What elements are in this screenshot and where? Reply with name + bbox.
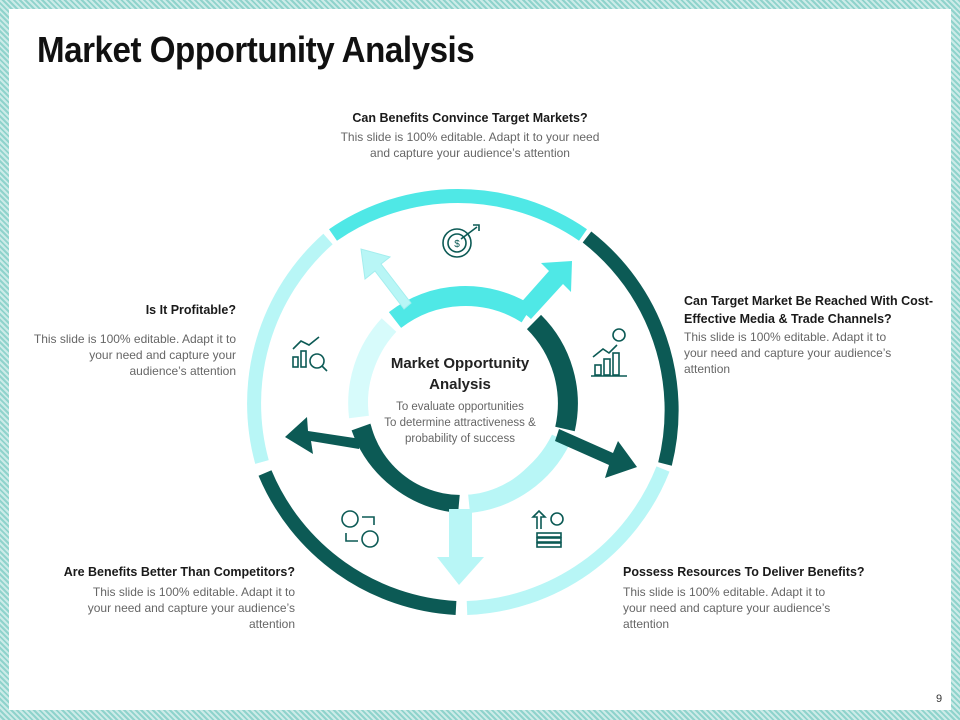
inner-ring-segment-right [526,314,578,432]
cycle-diagram: $ [247,189,679,615]
item-heading: Possess Resources To Deliver Benefits? [623,565,865,579]
outer-ring-segment-right [582,231,679,466]
arrow-left [285,417,361,454]
item-heading: Are Benefits Better Than Competitors? [63,565,295,579]
arrow-right [555,429,637,478]
center-label: Market Opportunity Analysis To evaluate … [375,353,545,447]
slide: Market Opportunity Analysis [9,9,951,710]
item-body: This slide is 100% editable. Adapt it to… [684,330,892,376]
center-line: To determine attractiveness & [384,417,536,429]
center-line: To evaluate opportunities [396,401,524,413]
item-bottom-right: Possess Resources To Deliver Benefits? T… [623,563,883,632]
analytics-search-icon [292,336,328,372]
item-left: Is It Profitable? This slide is 100% edi… [31,301,236,379]
growth-chart-icon [591,328,627,377]
outer-ring-segment-bottom-left [258,470,457,615]
item-bottom-left: Are Benefits Better Than Competitors? Th… [49,563,295,632]
outer-ring-segment-bottom-right [466,466,670,615]
svg-text:$: $ [454,239,460,250]
competitor-exchange-icon [341,510,379,548]
inner-ring-segment-top [388,286,533,329]
item-body: This slide is 100% editable. Adapt it to… [33,332,236,378]
center-circle [368,309,554,495]
inner-ring-segment-bottom-right [467,434,570,513]
target-dollar-icon: $ [442,224,480,258]
money-stack-icon [531,509,564,548]
item-body: This slide is 100% editable. Adapt it to… [623,585,831,631]
item-top: Can Benefits Convince Target Markets? Th… [335,109,605,161]
outer-ring-segment-left [247,233,333,464]
item-heading: Is It Profitable? [145,303,236,317]
page-number: 9 [927,688,951,710]
item-body: This slide is 100% editable. Adapt it to… [340,130,600,160]
item-body: This slide is 100% editable. Adapt it to… [87,585,295,631]
item-heading: Can Benefits Convince Target Markets? [352,111,588,125]
center-title: Market Opportunity Analysis [390,355,530,393]
item-heading: Can Target Market Be Reached With Cost- … [684,294,934,326]
inner-ring-segment-bottom-left [351,423,461,513]
arrow-top-right [517,261,572,319]
page-title: Market Opportunity Analysis [37,29,475,70]
inner-ring-segment-left [348,318,397,419]
item-right: Can Target Market Be Reached With Cost- … [684,292,946,377]
outer-ring-segment-top [329,189,587,241]
arrow-top-left [360,248,412,310]
arrow-bottom [437,509,484,585]
center-line: probability of success [405,433,515,445]
